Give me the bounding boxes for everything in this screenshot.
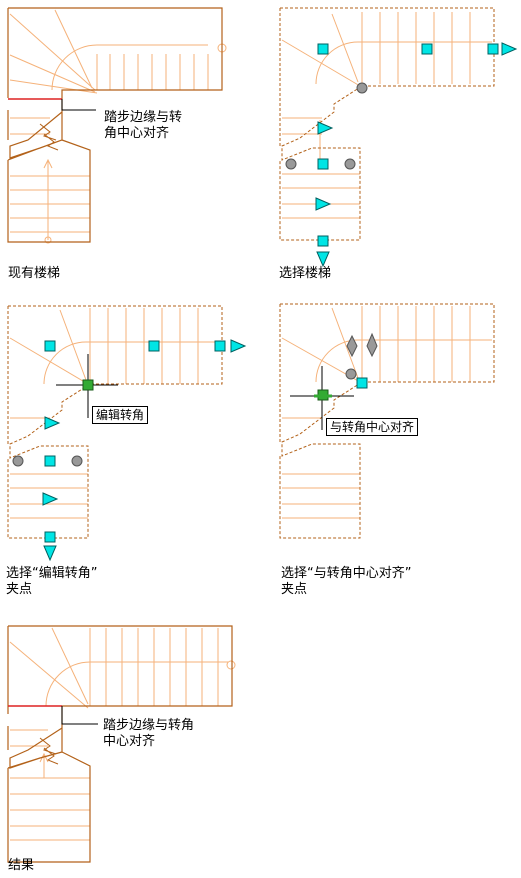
grip-square[interactable]	[356, 377, 368, 389]
result-stair-drawing	[7, 625, 236, 863]
caption-edit-corner: 选择“编辑转角” 夹点	[6, 566, 97, 598]
panel-edit-corner: 编辑转角 选择“编辑转角” 夹点	[0, 298, 260, 598]
grip-squares[interactable]	[42, 339, 247, 562]
pivot-grips[interactable]	[12, 455, 83, 467]
caption-line-2: 夹点	[6, 582, 33, 597]
panel-align-corner: 与转角中心对齐 选择“与转角中心对齐” 夹点	[272, 298, 521, 598]
caption-line-1: 选择“与转角中心对齐”	[281, 566, 412, 581]
existing-stair-drawing	[7, 7, 227, 244]
grip-squares[interactable]	[317, 43, 499, 247]
caption-line-1: 结果	[8, 858, 35, 873]
tooltip-align-corner: 与转角中心对齐	[326, 418, 419, 436]
callout-line-1: 踏步边缘与转角	[103, 718, 195, 733]
align-corner-drawing	[279, 303, 495, 539]
caption-select: 选择楼梯	[279, 266, 331, 282]
panel-existing-stair: 踏步边缘与转 角中心对齐 现有楼梯	[0, 0, 260, 290]
select-stair-drawing	[279, 7, 518, 268]
rotate-grips[interactable]	[345, 332, 378, 380]
caption-result: 结果	[8, 858, 34, 874]
grip-arrows[interactable]	[315, 42, 518, 268]
caption-line-1: 现有楼梯	[8, 266, 61, 281]
edit-corner-drawing	[7, 305, 247, 562]
caption-existing: 现有楼梯	[8, 266, 60, 282]
callout-result: 踏步边缘与转角 中心对齐	[103, 718, 194, 750]
callout-line-2: 角中心对齐	[104, 126, 170, 141]
selected-corner-grip[interactable]	[82, 379, 94, 391]
panel-result: 踏步边缘与转角 中心对齐 结果	[0, 618, 260, 878]
callout-line-1: 踏步边缘与转	[104, 110, 183, 125]
caption-line-1: 选择“编辑转角”	[6, 566, 98, 581]
tooltip-edit-corner: 编辑转角	[92, 406, 149, 424]
caption-line-1: 选择楼梯	[279, 266, 332, 281]
callout-line-2: 中心对齐	[103, 734, 156, 749]
callout-existing: 踏步边缘与转 角中心对齐	[104, 110, 182, 142]
panel-select-stair: 选择楼梯	[272, 0, 521, 290]
pivot-grips[interactable]	[285, 82, 368, 170]
caption-align-corner: 选择“与转角中心对齐” 夹点	[281, 566, 411, 598]
caption-line-2: 夹点	[281, 582, 308, 597]
